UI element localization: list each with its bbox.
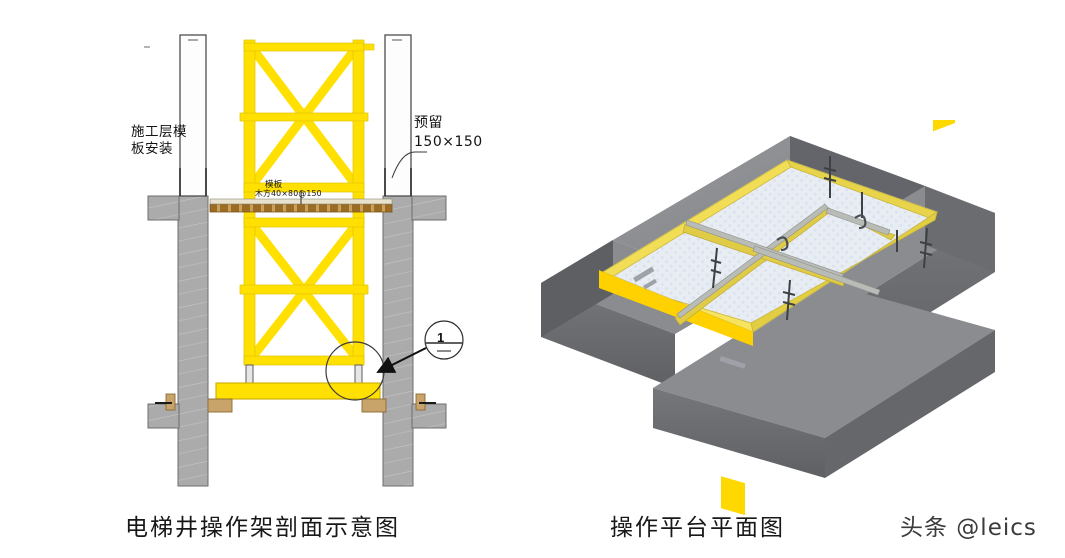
- detail-callout-number: 1: [437, 330, 445, 345]
- platform-3d-figure: [541, 120, 995, 516]
- scaffold-legs: [245, 364, 363, 386]
- shaft-wall-front: [653, 282, 995, 516]
- timber-joist-band: [209, 190, 393, 213]
- platform-beam: [215, 382, 381, 400]
- platform-props: [710, 156, 933, 321]
- annotation-reserve-opening: 预留 150×150: [414, 114, 483, 152]
- annotation-panel-title: 模板: [265, 180, 283, 190]
- caption-platform-plan: 操作平台平面图: [610, 515, 785, 541]
- annotation-reserve-line2: 150×150: [414, 134, 483, 150]
- section-view-figure: [144, 34, 464, 487]
- annotation-formwork-install-line2: 板安装: [131, 141, 173, 157]
- floor-slab-upper-left: [147, 195, 180, 221]
- annotation-formwork-install-line1: 施工层模: [131, 124, 187, 140]
- support-bracket-left: [155, 393, 233, 413]
- concrete-wall-right: [382, 195, 414, 487]
- annotation-formwork-install: 施工层模 板安装: [131, 124, 187, 158]
- concrete-wall-left: [177, 195, 209, 487]
- floor-slab-upper-right: [411, 195, 447, 221]
- caption-section-view: 电梯井操作架剖面示意图: [125, 515, 400, 541]
- annotation-panel-spec: 木方40×80@150: [255, 189, 322, 198]
- platform-hooks: [776, 214, 867, 252]
- leader-reserve-opening: [391, 151, 427, 179]
- platform-edge-beams: [599, 159, 938, 346]
- platform-fittings: [633, 266, 746, 369]
- platform-steel-beams: [676, 203, 891, 319]
- annotation-reserve-line1: 预留: [414, 115, 443, 131]
- support-bracket-right: [361, 393, 436, 413]
- detail-callout-bubble: [376, 320, 464, 373]
- formwork-panel-left: [179, 34, 207, 197]
- watermark: 头条 @leics: [900, 515, 1037, 541]
- formwork-panel-right: [384, 34, 412, 197]
